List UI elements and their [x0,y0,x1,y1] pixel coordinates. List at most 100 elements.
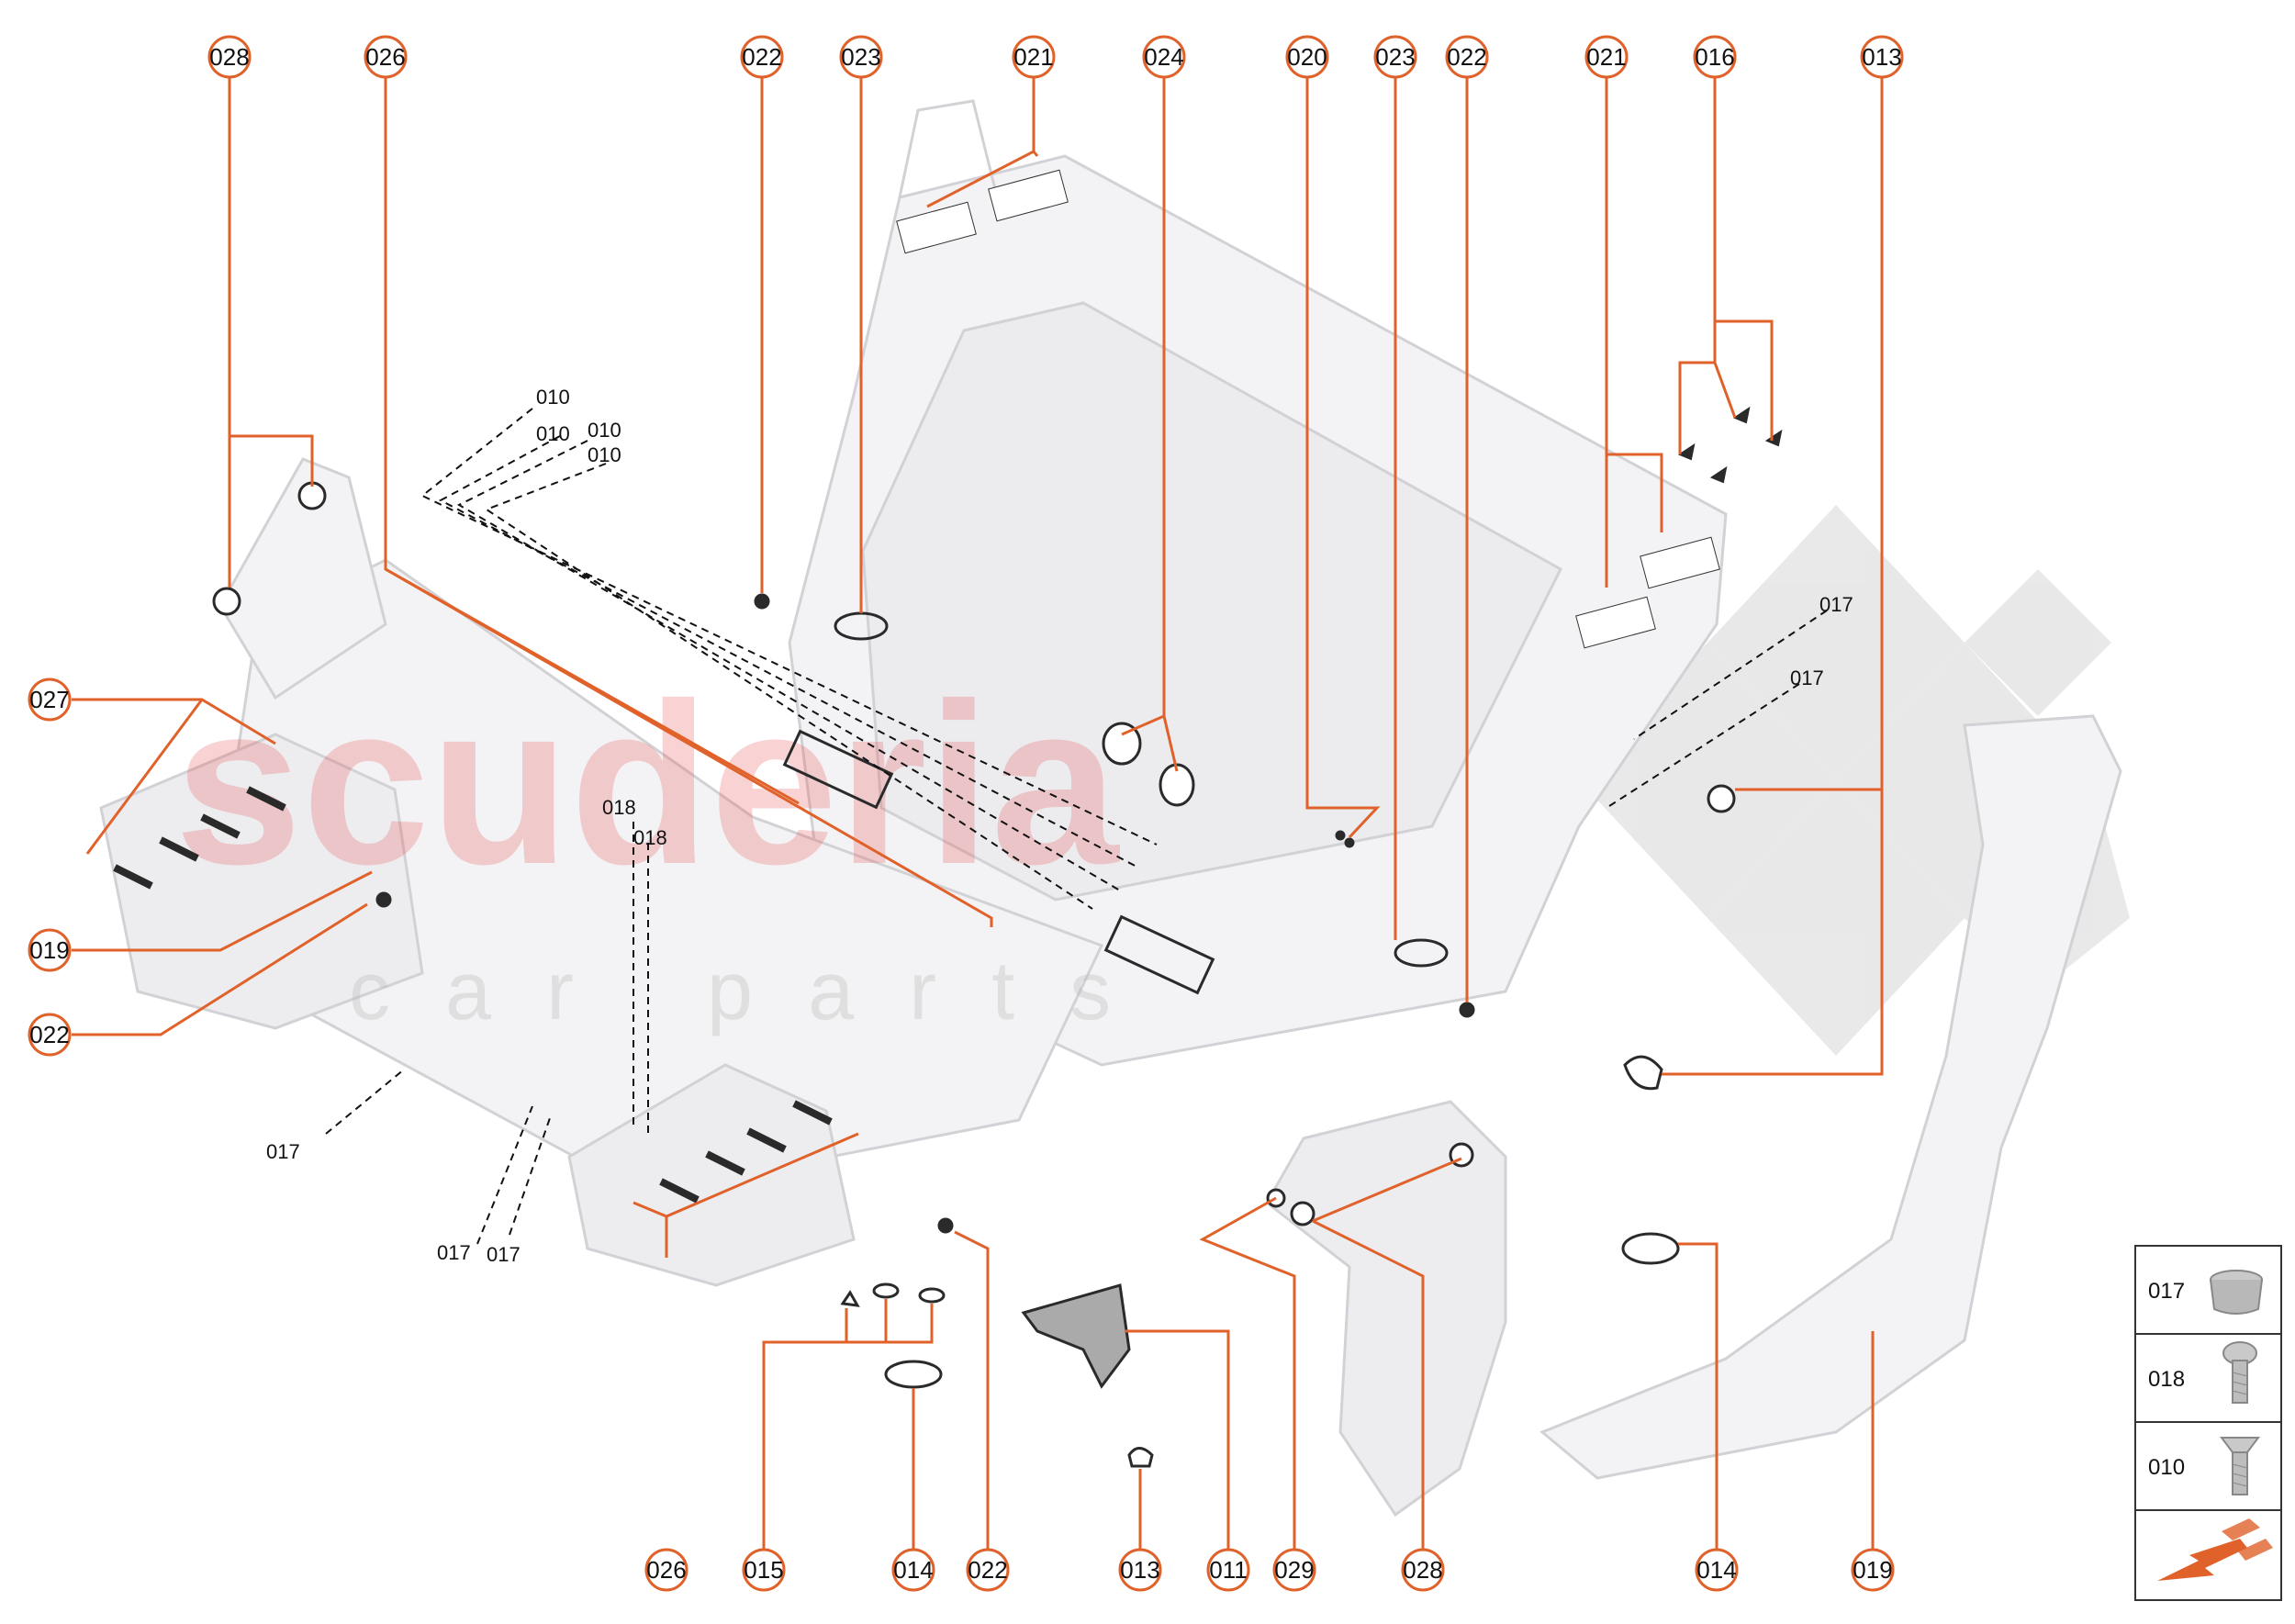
callout-022-top-right[interactable]: 022 [1445,35,1489,79]
svg-text:027: 027 [29,686,69,713]
clip-016-b [1732,406,1751,424]
svg-text:028: 028 [1403,1556,1442,1584]
label-017-bottom-a: 017 [437,1241,471,1264]
svg-text:022: 022 [29,1021,69,1048]
clip-016-c [1709,465,1728,484]
bottom-callouts: 026 015 014 022 013 011 029 028 014 019 [644,1548,1895,1592]
label-017-right-a: 017 [1819,593,1853,616]
svg-text:013: 013 [1120,1556,1159,1584]
plate-021-c [1575,596,1656,649]
svg-text:019: 019 [1853,1556,1892,1584]
svg-text:021: 021 [1586,43,1626,71]
svg-text:029: 029 [1274,1556,1314,1584]
grommet-028-top [297,481,327,510]
plug-icon [2210,1270,2263,1315]
svg-text:014: 014 [1696,1556,1736,1584]
legend-label-010: 010 [2148,1455,2185,1480]
top-hoop [898,99,1002,212]
bolt-026-c [746,1127,787,1153]
bolt-027-b [159,836,199,862]
orientation-arrow-icon [2157,1518,2273,1581]
dashed-leaders [325,408,1828,1245]
small-parts [113,169,1783,1468]
callout-028-bottom[interactable]: 028 [1401,1548,1445,1592]
svg-text:011: 011 [1209,1556,1247,1584]
callout-019-bottom[interactable]: 019 [1851,1548,1895,1592]
svg-text:022: 022 [1447,43,1486,71]
label-018-b: 018 [633,826,667,849]
callout-019-left[interactable]: 019 [28,928,72,972]
callout-020-top[interactable]: 020 [1285,35,1329,79]
plug-022-bottom [937,1217,954,1234]
plate-021-a [896,201,977,254]
callout-013-top[interactable]: 013 [1860,35,1904,79]
bush-028-lower-b [1290,1201,1315,1226]
label-017-right-b: 017 [1790,666,1824,689]
left-callouts: 027 019 022 [28,678,72,1057]
label-010-a: 010 [536,386,570,409]
svg-text:026: 026 [646,1556,686,1584]
svg-text:024: 024 [1144,43,1183,71]
legend-label-018: 018 [2148,1367,2185,1392]
callout-024-top[interactable]: 024 [1142,35,1186,79]
bolt-027-d [246,786,286,812]
callout-026-top[interactable]: 026 [364,35,408,79]
bolt-026-b [705,1150,745,1176]
callout-015-bottom[interactable]: 015 [742,1548,786,1592]
top-callouts: 028 026 022 023 021 024 020 023 022 021 … [207,35,1904,79]
plug-022-top-right [1459,1002,1475,1018]
svg-text:020: 020 [1287,43,1327,71]
right-rear-pillar [1265,1100,1507,1518]
label-017-left: 017 [266,1140,300,1163]
label-010-d: 010 [588,443,621,466]
clip-020-a [1335,830,1346,841]
label-010-c: 010 [588,419,621,442]
leader-lines [72,77,1884,1570]
svg-text:021: 021 [1013,43,1053,71]
clip-013-bottom [1127,1447,1154,1468]
callout-028-top[interactable]: 028 [207,35,252,79]
disc-024-b [1159,763,1195,807]
plate-021-b [988,169,1069,222]
countersunk-screw-icon [2220,1437,2260,1495]
cap-014-right [1621,1232,1680,1265]
callout-022-top-left[interactable]: 022 [740,35,784,79]
callout-026-bottom[interactable]: 026 [644,1548,688,1592]
clip-015-a [840,1290,860,1307]
callout-023-top-right[interactable]: 023 [1373,35,1417,79]
callout-023-top-left[interactable]: 023 [839,35,883,79]
callout-016-top[interactable]: 016 [1693,35,1737,79]
clip-015-b [872,1282,900,1299]
svg-text:016: 016 [1695,43,1734,71]
grommet-028-mid [212,587,241,616]
plug-022-left [375,891,392,908]
bolt-027-a [113,864,153,890]
callout-021-top-right[interactable]: 021 [1584,35,1629,79]
callout-022-left[interactable]: 022 [28,1013,72,1057]
svg-text:022: 022 [968,1556,1007,1584]
left-front-pillar [218,457,387,700]
svg-text:015: 015 [744,1556,783,1584]
pan-head-screw-icon [2222,1341,2257,1404]
callout-029-bottom[interactable]: 029 [1272,1548,1316,1592]
label-018-a: 018 [602,796,636,819]
clip-020-b [1344,837,1355,848]
clip-013-right-lower [1623,1055,1663,1091]
callout-021-top-left[interactable]: 021 [1012,35,1056,79]
callout-011-bottom[interactable]: 011 [1206,1548,1250,1592]
checkered-flag-background [1579,505,2130,1056]
label-010-b: 010 [536,422,570,445]
disc-024-a [1102,722,1142,766]
callout-014-bottom-right[interactable]: 014 [1695,1548,1739,1592]
bolt-026-a [659,1178,700,1204]
svg-text:023: 023 [1375,43,1415,71]
plate-021-d [1640,536,1720,589]
svg-text:023: 023 [841,43,880,71]
watermark-sub: car parts [349,946,1166,1037]
callout-014-bottom-left[interactable]: 014 [891,1548,935,1592]
callout-013-bottom[interactable]: 013 [1118,1548,1162,1592]
callout-027-left[interactable]: 027 [28,678,72,722]
callout-022-bottom[interactable]: 022 [966,1548,1010,1592]
left-chassis-rail [99,733,424,1030]
clip-016-a [1677,442,1696,461]
